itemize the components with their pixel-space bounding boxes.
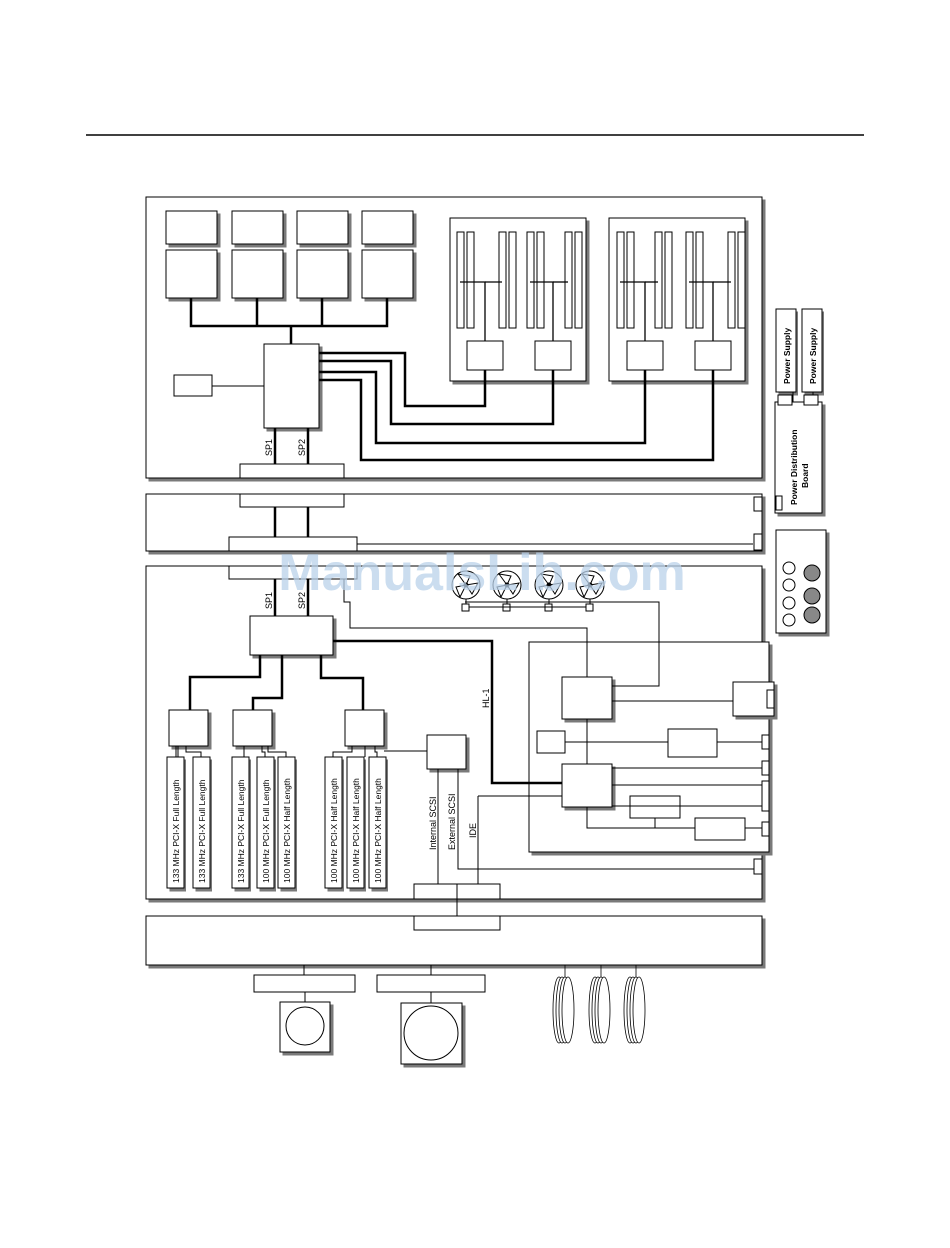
cpu-module-1 [165,249,218,299]
connector-interconnect-top [239,493,345,508]
core-io-block-1 [667,728,718,758]
connector-io-top [228,565,358,580]
pci-slot-label-4: 100 MHz PCI-X Full Length [261,779,271,883]
disk-icon [552,965,575,1044]
cpu-module-2-top [231,210,284,245]
cpu-module-4-top [361,210,414,245]
cell-controller [263,343,320,429]
cpu-module-3-top [296,210,349,245]
tape-connector [376,974,486,993]
core-io-block-3 [694,817,746,841]
connector-media-top [413,915,501,931]
power-supply-1 [775,308,797,393]
pci-slot-label-1: 133 MHz PCI-X Full Length [171,779,181,883]
fan-icon [492,570,522,612]
disk-icon [588,965,611,1044]
pci-slot-7 [346,756,365,889]
scsi-controller [426,734,467,770]
pci-slot-label-3: 133 MHz PCI-X Full Length [236,779,246,883]
hl1-label: HL-1 [481,688,491,708]
external-scsi-label: External SCSI [447,793,457,850]
dvd-disc-icon [285,1006,325,1046]
pci-slot-label-2: 133 MHz PCI-X Full Length [197,779,207,883]
lba-1 [168,709,209,747]
power-distribution-label-line1: Power Distribution [789,429,799,505]
memory-controller-1 [466,340,504,371]
cpu-module-3 [296,249,349,299]
power-supply-2-label: Power Supply [808,328,818,384]
sp2-label-bottom: SP2 [297,592,307,609]
cpu-module-1-top [165,210,218,245]
power-distribution-label-line2: Board [800,463,810,488]
lba-2 [232,709,273,747]
memory-controller-3 [626,340,664,371]
watermark: ManualsLib.com [278,544,685,602]
sp1-label-top: SP1 [264,439,274,456]
core-io-small-1 [536,730,566,754]
tape-reel-icon [403,1005,459,1061]
pci-slot-label-5: 100 MHz PCI-X Half Length [282,778,292,883]
ide-label: IDE [468,823,478,838]
internal-scsi-label: Internal SCSI [428,796,438,850]
dvd-connector [253,974,356,993]
power-supply-1-label: Power Supply [782,328,792,384]
clock-block [173,374,213,397]
lba-3 [344,709,385,747]
connector-top-board [239,463,345,479]
cpu-module-4 [361,249,414,299]
sba-controller [249,615,334,656]
memory-controller-2 [534,340,572,371]
memory-controller-4 [694,340,732,371]
core-io-chip-2 [561,763,613,808]
core-io-chip-1 [561,676,613,720]
sp1-label-bottom: SP1 [264,592,274,609]
fan-icon [451,570,481,612]
sp2-label-top: SP2 [297,439,307,456]
pci-slot-label-6: 100 MHz PCI-X Half Length [329,778,339,883]
pci-slot-label-8: 100 MHz PCI-X Half Length [373,778,383,883]
cpu-module-2 [231,249,284,299]
pci-slot-3 [231,756,250,889]
fan-icon [575,570,605,612]
core-io-block-2 [629,795,681,819]
power-supply-2 [801,308,823,393]
power-distribution-board [774,401,823,514]
pci-slot-label-7: 100 MHz PCI-X Half Length [351,778,361,883]
disk-icon [623,965,646,1044]
